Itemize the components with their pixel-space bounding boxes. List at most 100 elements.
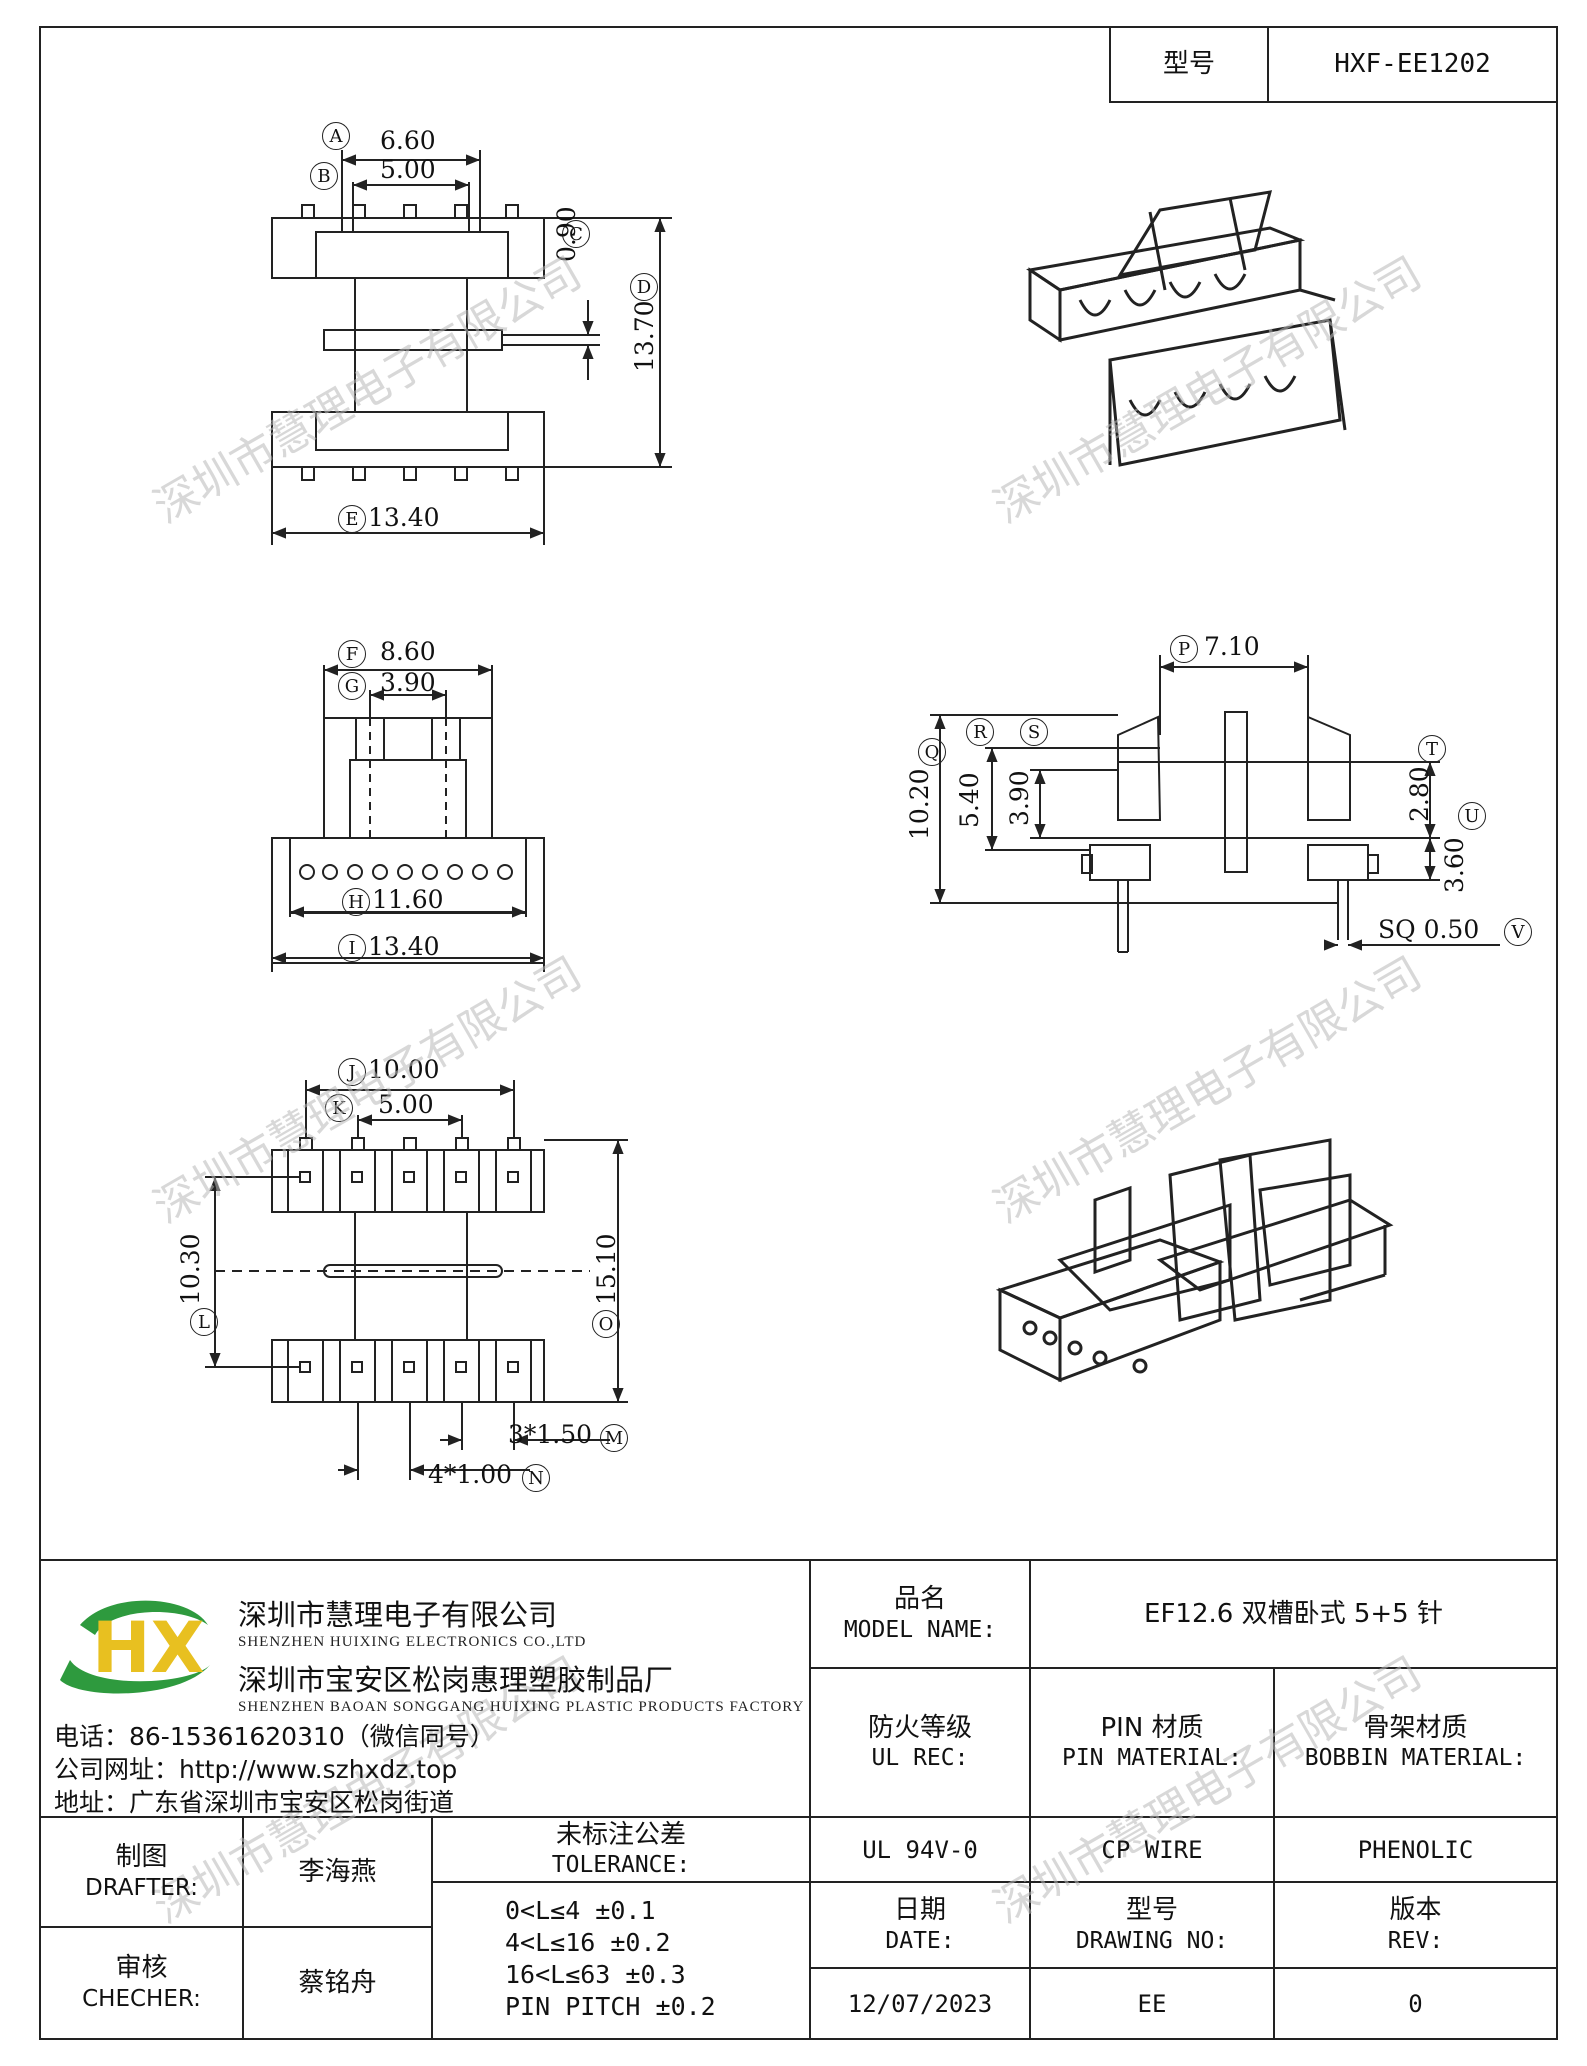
bobbin-material-label: 骨架材质 BOBBIN MATERIAL: [1274,1668,1557,1817]
iso-view-top [1026,190,1347,467]
company-logo: HX [60,1600,210,1694]
date-label-en: DATE: [885,1927,955,1954]
factory-name-cn: 深圳市宝安区松岗惠理塑胶制品厂 [238,1663,674,1697]
dim-m-value: 3*1.50 [508,1420,593,1449]
revision-label-cn: 版本 [1389,1895,1442,1926]
dim-b-value: 5.00 [380,155,436,184]
ref-circle-v: V [1504,918,1532,946]
pin-material-label-cn: PIN 材质 [1100,1712,1204,1743]
dim-u-value: 3.60 [1440,837,1469,893]
dim-h-value: 11.60 [372,885,444,914]
ref-circle-n: N [522,1464,550,1492]
view3-left-flange [1117,715,1162,821]
product-name-label: 品名 MODEL NAME: [810,1560,1030,1668]
drafter-label-en: DRAFTER: [85,1874,198,1901]
checker-label-en: CHECHER: [82,1985,201,2012]
ref-circle-i: I [338,934,366,962]
revision-value: 0 [1408,1989,1423,2018]
dim-s-value: 3.90 [1005,770,1034,826]
fire-rating-label-cn: 防火等级 [867,1712,972,1743]
tolerance-table: 0<L≤4 ±0.1 4<L≤16 ±0.2 16<L≤63 ±0.3 PIN … [505,1895,805,2023]
tolerance-label-cn: 未标注公差 [555,1819,686,1850]
company-name-en: SHENZHEN HUIXING ELECTRONICS CO.,LTD [238,1634,587,1650]
tolerance-line-1: 0<L≤4 ±0.1 [505,1896,656,1925]
company-website[interactable]: 公司网址：http://www.szhxdz.top [54,1755,458,1784]
ref-circle-b: B [310,162,338,190]
ref-circle-h: H [342,888,370,916]
date-label-cn: 日期 [893,1895,946,1926]
ref-circle-t: T [1418,735,1446,763]
tolerance-line-4: PIN PITCH ±0.2 [505,1992,716,2021]
drafter-value: 李海燕 [298,1856,377,1887]
dim-i-value: 13.40 [368,932,440,961]
dim-v-value: SQ 0.50 [1378,915,1480,944]
ref-circle-j: J [338,1058,366,1086]
pin-material-label-en: PIN MATERIAL: [1061,1745,1242,1772]
dim-t-value: 2.80 [1405,766,1434,822]
dim-q-value: 10.20 [905,768,934,840]
ref-circle-e: E [338,505,366,533]
product-name-label-cn: 品名 [893,1584,946,1615]
ref-circle-s: S [1020,718,1048,746]
logo-text: HX [92,1607,205,1689]
date-label: 日期 DATE: [810,1882,1030,1968]
ref-circle-k: K [325,1094,353,1122]
iso-view-bottom [995,1138,1394,1383]
dim-n-value: 4*1.00 [428,1460,513,1489]
checker-label: 审核 CHECHER: [40,1927,243,2039]
company-name-cn: 深圳市慧理电子有限公司 [238,1598,558,1632]
dim-k-value: 5.00 [378,1090,434,1119]
header-box [1109,26,1558,103]
revision-label-en: REV: [1387,1927,1444,1954]
pin-material-label: PIN 材质 PIN MATERIAL: [1030,1668,1274,1817]
dim-p-value: 7.10 [1204,632,1260,661]
checker-label-cn: 审核 [115,1953,168,1984]
tolerance-label: 未标注公差 TOLERANCE: [432,1817,810,1882]
product-name-label-en: MODEL NAME: [843,1616,997,1643]
fire-rating-label: 防火等级 UL REC: [810,1668,1030,1817]
bobbin-material-value: PHENOLIC [1357,1835,1474,1864]
drafter-label: 制图 DRAFTER: [40,1817,243,1927]
drawing-no-label: 型号 DRAWING NO: [1030,1882,1274,1968]
fire-rating-label-en: UL REC: [871,1745,969,1772]
ref-circle-u: U [1458,802,1486,830]
tolerance-line-2: 4<L≤16 ±0.2 [505,1928,671,1957]
bobbin-material-label-en: BOBBIN MATERIAL: [1304,1745,1527,1772]
fire-rating-value: UL 94V-0 [862,1835,978,1864]
ref-circle-g: G [338,672,366,700]
ref-circle-r: R [966,718,994,746]
drafter-label-cn: 制图 [115,1842,168,1873]
ref-circle-a: A [322,122,350,150]
ref-circle-o: O [592,1310,620,1338]
ref-circle-f: F [338,640,366,668]
checker-value: 蔡铭舟 [298,1967,377,1998]
revision-label: 版本 REV: [1274,1882,1557,1968]
header-model-value: HXF-EE1202 [1334,49,1491,80]
ref-circle-q: Q [918,738,946,766]
ref-circle-c: C [562,220,590,248]
drawing-no-label-en: DRAWING NO: [1075,1927,1229,1954]
bobbin-material-label-cn: 骨架材质 [1363,1712,1468,1743]
ref-circle-p: P [1170,635,1198,663]
dim-g-value: 3.90 [380,668,436,697]
dim-o-value: 15.10 [592,1233,621,1305]
pin-material-value: CP WIRE [1101,1835,1203,1864]
ref-circle-l: L [190,1308,218,1336]
dim-e-value: 13.40 [368,503,440,532]
tolerance-label-en: TOLERANCE: [551,1852,691,1879]
product-name-value: EF12.6 双槽卧式 5+5 针 [1144,1598,1443,1629]
tolerance-line-3: 16<L≤63 ±0.3 [505,1960,686,1989]
drawing-no-label-cn: 型号 [1125,1895,1178,1926]
dim-a-value: 6.60 [380,126,436,155]
dim-r-value: 5.40 [955,772,984,828]
company-address: 地址：广东省深圳市宝安区松岗街道 [54,1788,455,1817]
dim-l-value: 10.30 [176,1233,205,1305]
company-phone: 电话：86-15361620310（微信同号） [54,1722,495,1751]
ref-circle-m: M [600,1424,628,1452]
dim-j-value: 10.00 [368,1055,440,1084]
header-model-label: 型号 [1162,49,1215,80]
date-value: 12/07/2023 [847,1989,993,2018]
factory-name-en: SHENZHEN BAOAN SONGGANG HUIXING PLASTIC … [238,1699,805,1715]
